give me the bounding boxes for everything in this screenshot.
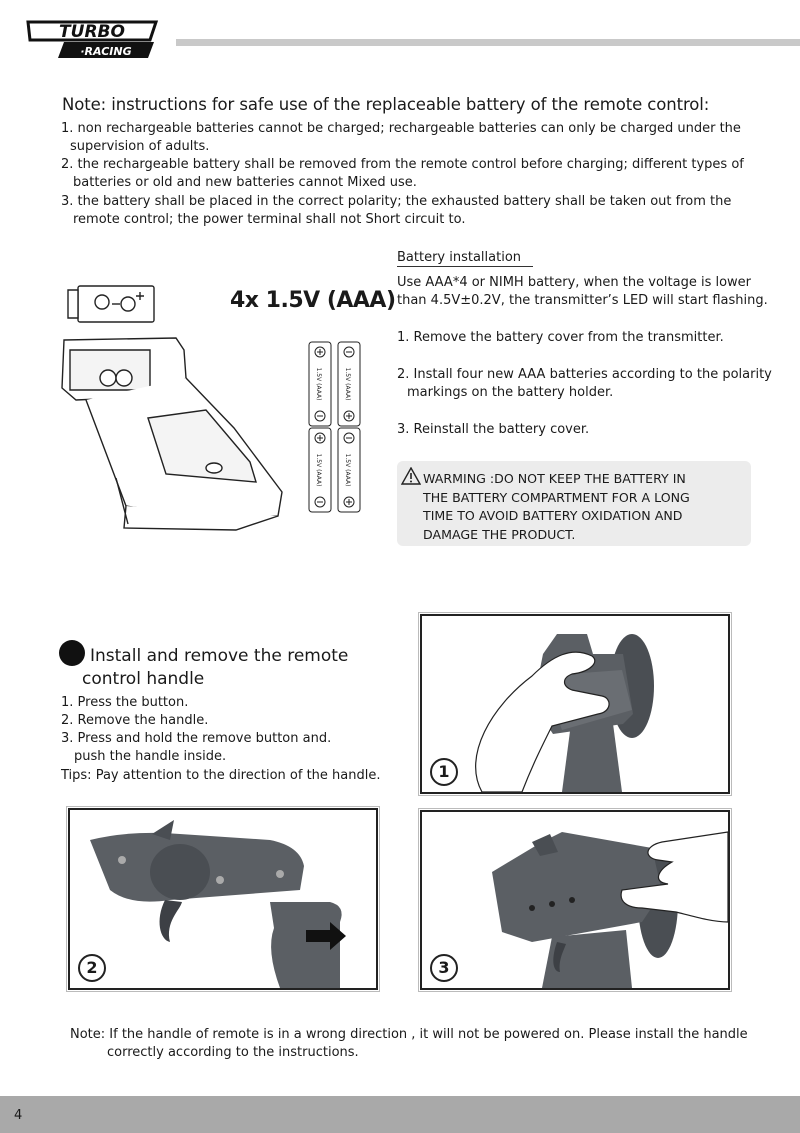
battery-cell-label: 1.5V (AAA) [344, 454, 351, 487]
battery-step-1: 1. Remove the battery cover from the tra… [397, 330, 724, 345]
battery-installation-title: Battery installation [397, 250, 534, 267]
battery-cell-label: 1.5V (AAA) [315, 368, 322, 401]
note-item-2: 2. the rechargeable battery shall be rem… [61, 157, 744, 190]
figure-2-remove-handle: 2 [68, 808, 378, 990]
transmitter-battery-illustration [61, 285, 283, 531]
transmitter-photo-2 [90, 820, 346, 988]
turbo-racing-logo: TURBO ·RACING [26, 20, 159, 58]
note-item-1: 1. non rechargeable batteries cannot be … [61, 121, 741, 154]
figure-number-1: 1 [430, 758, 458, 786]
battery-cell-label: 1.5V (AAA) [344, 368, 351, 401]
footer-note: Note: If the handle of remote is in a wr… [70, 1027, 748, 1060]
battery-cell-label: 1.5V (AAA) [315, 454, 322, 487]
battery-voltage-heading: 4x 1.5V (AAA) [230, 288, 396, 313]
transmitter-photo-3 [492, 831, 728, 988]
battery-step-3: 3. Reinstall the battery cover. [397, 422, 590, 437]
logo-racing-text: ·RACING [80, 45, 131, 58]
figure-3-install-handle: 3 [420, 810, 730, 990]
aaa-batteries-diagram: 1.5V (AAA) 1.5V (AAA) 1.5V (AAA) 1.5V (A… [308, 341, 361, 513]
header-bar [176, 39, 800, 46]
figure-1-press-button: 1 [420, 614, 730, 794]
battery-intro: Use AAA*4 or NIMH battery, when the volt… [397, 275, 768, 308]
transmitter-photo-1 [475, 634, 654, 792]
section-bullet [59, 640, 85, 666]
note-title: Note: instructions for safe use of the r… [62, 95, 710, 114]
warning-box [397, 461, 751, 546]
logo-turbo-text: TURBO [59, 22, 125, 42]
warning-text: WARMING :DO NOT KEEP THE BATTERY IN THE … [423, 471, 690, 542]
page-number: 4 [14, 1108, 23, 1123]
figure-number-3: 3 [430, 954, 458, 982]
handle-section-title: Install and remove the remote control ha… [82, 646, 349, 689]
battery-step-2: 2. Install four new AAA batteries accord… [397, 367, 772, 400]
note-item-3: 3. the battery shall be placed in the co… [61, 194, 732, 227]
figure-number-2: 2 [78, 954, 106, 982]
footer-bar [0, 1096, 800, 1133]
handle-steps: 1. Press the button. 2. Remove the handl… [61, 695, 332, 764]
handle-tips: Tips: Pay attention to the direction of … [61, 768, 381, 783]
warning-icon [401, 467, 421, 485]
